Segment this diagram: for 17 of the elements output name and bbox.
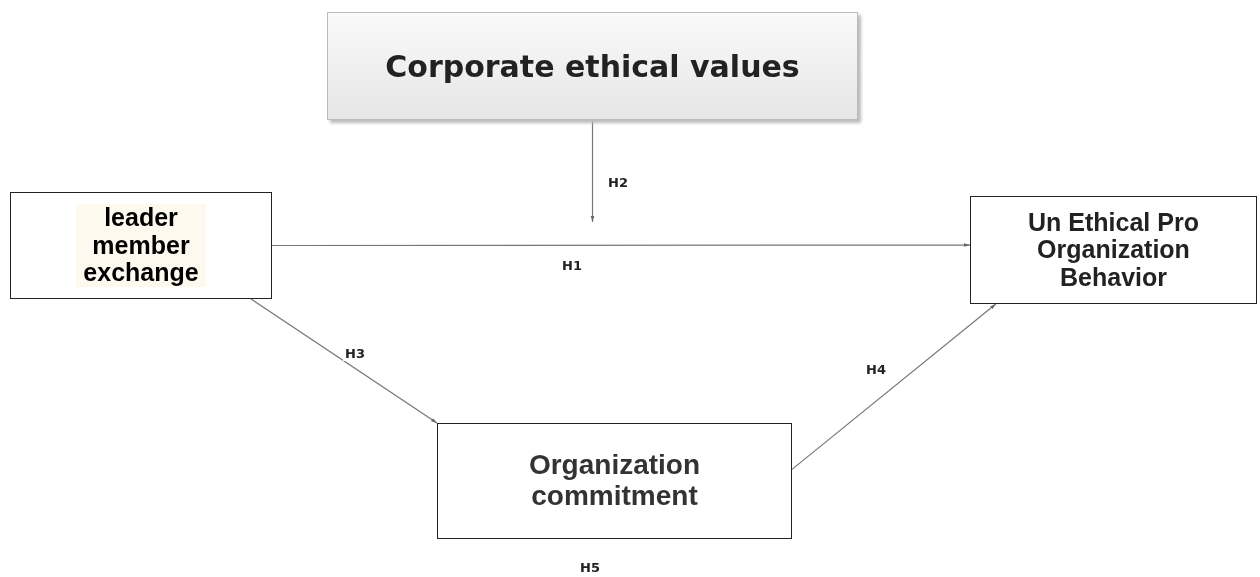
concept-label: Organization commitment: [527, 450, 702, 512]
concept-box: [437, 423, 792, 539]
edge-label: H4: [864, 362, 888, 377]
concept-box: [327, 12, 858, 120]
arrow: [791, 303, 997, 470]
concept-label: Corporate ethical values: [385, 49, 800, 83]
arrow: [271, 243, 971, 247]
hypothesis-label: H5: [578, 560, 602, 575]
concept-box: [970, 196, 1257, 304]
edge-label: H3: [343, 346, 367, 361]
concept-label: leader member exchange: [76, 204, 206, 287]
concept-label: Un Ethical Pro Organization Behavior: [1027, 208, 1200, 292]
concept-box: [10, 192, 272, 299]
edge-label: H2: [606, 175, 630, 190]
arrow: [590, 119, 595, 223]
edge-label: H1: [560, 258, 584, 273]
arrow: [250, 298, 438, 424]
